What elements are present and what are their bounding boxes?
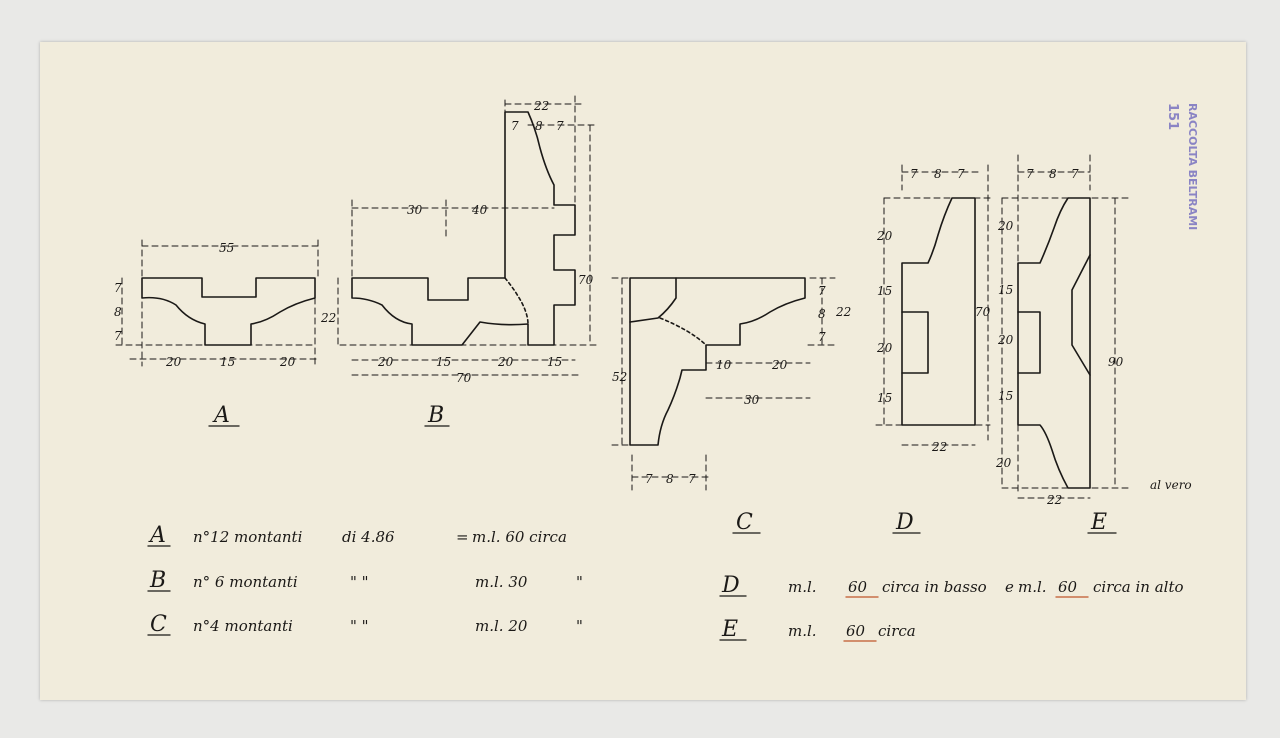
dim-b-b2: 15 xyxy=(436,355,451,369)
dim-e-l4: 15 xyxy=(998,389,1013,403)
dim-b-t1: 8 xyxy=(535,119,543,133)
dim-a-h2: 8 xyxy=(114,305,122,319)
legend-a-qty: n°12 montanti xyxy=(193,528,303,546)
legend-right: D m.l. 60 circa in basso e m.l. 60 circa… xyxy=(721,573,1184,642)
dim-a-h3: 7 xyxy=(114,329,122,343)
dim-c-r1: 7 xyxy=(818,284,826,298)
profile-d xyxy=(875,164,991,446)
dim-a-total-height: 22 xyxy=(320,311,336,325)
label-underlines xyxy=(147,425,1117,641)
label-a: A xyxy=(212,403,230,428)
dim-c-height: 52 xyxy=(612,370,627,384)
label-d: D xyxy=(895,510,914,535)
legend-c-ditto: " " xyxy=(350,617,369,635)
legend-c-ml-ditto: " xyxy=(576,617,583,635)
dim-e-l2: 15 xyxy=(998,283,1013,297)
dim-b-b1: 20 xyxy=(377,355,394,369)
scale-note: al vero xyxy=(1150,478,1192,492)
legend-e-ml: m.l. xyxy=(788,622,817,640)
dim-e-l1: 20 xyxy=(997,219,1014,233)
legend-a-ml: m.l. 60 circa xyxy=(472,528,567,546)
legend-b-ml: m.l. 30 xyxy=(475,573,528,591)
legend-d-ml2: m.l. xyxy=(1018,578,1047,596)
legend-b-qty: n° 6 montanti xyxy=(193,573,298,591)
dim-c-r2: 8 xyxy=(818,307,826,321)
dim-e-width: 22 xyxy=(1046,493,1062,507)
legend-d-key: D xyxy=(721,573,740,598)
legend-c-key: C xyxy=(150,612,167,637)
dim-c-i2: 20 xyxy=(771,358,788,372)
legend-d-t2: circa in alto xyxy=(1093,578,1184,596)
dim-e-t2: 8 xyxy=(1049,167,1057,181)
legend-e-t1: circa xyxy=(878,622,916,640)
dim-d-l1: 20 xyxy=(876,229,893,243)
dim-c-i1: 10 xyxy=(716,358,732,372)
dim-b-b3: 20 xyxy=(497,355,514,369)
dim-d-l3: 20 xyxy=(876,341,893,355)
red-underlines xyxy=(843,596,1089,642)
dim-a-b3: 20 xyxy=(279,355,296,369)
dim-b-total: 70 xyxy=(456,371,472,385)
legend-b-ditto: " " xyxy=(350,573,369,591)
dim-c-total-right: 22 xyxy=(835,305,851,319)
dim-a-width: 55 xyxy=(219,241,234,255)
legend-a-key: A xyxy=(148,523,166,548)
dim-e-t1: 7 xyxy=(1026,167,1034,181)
legend-a-eq: = xyxy=(456,528,469,546)
dim-d-l2: 15 xyxy=(877,284,892,298)
legend-d-t1: circa in basso xyxy=(882,578,987,596)
legend-b-ml-ditto: " xyxy=(576,573,583,591)
legend-left: A n°12 montanti di 4.86 = m.l. 60 circa … xyxy=(148,523,583,637)
dim-a-h1: 7 xyxy=(114,281,122,295)
dim-c-bt1: 7 xyxy=(645,472,653,486)
dim-c-bt2: 8 xyxy=(666,472,674,486)
dim-c-inner-width: 30 xyxy=(744,393,760,407)
label-c: C xyxy=(736,510,753,535)
profile-a xyxy=(115,239,319,367)
dim-d-t2: 8 xyxy=(934,167,942,181)
stamp-text: RACCOLTA BELTRAMI xyxy=(1186,103,1199,230)
collection-stamp: RACCOLTA BELTRAMI 151 xyxy=(1165,103,1199,230)
legend-e-key: E xyxy=(721,617,738,642)
paper-sheet xyxy=(40,42,1246,700)
dim-b-t3: 7 xyxy=(511,119,519,133)
dim-c-r3: 7 xyxy=(818,330,826,344)
legend-d-sep: e xyxy=(1005,578,1014,596)
dim-c-bt3: 7 xyxy=(688,472,696,486)
label-e: E xyxy=(1090,510,1107,535)
dim-b-top: 22 xyxy=(533,99,549,113)
legend-c-ml: m.l. 20 xyxy=(475,617,528,635)
dim-d-height: 70 xyxy=(975,305,991,319)
dim-d-width: 22 xyxy=(931,440,947,454)
dim-b-u2: 40 xyxy=(471,203,488,217)
dim-e-t3: 7 xyxy=(1071,167,1079,181)
dim-e-l3: 20 xyxy=(997,333,1014,347)
dim-d-l4: 15 xyxy=(877,391,892,405)
dim-b-u1: 30 xyxy=(407,203,423,217)
dim-b-b4: 15 xyxy=(547,355,562,369)
dim-b-t2: 7 xyxy=(556,119,564,133)
dim-a-b1: 20 xyxy=(165,355,182,369)
dim-a-b2: 15 xyxy=(220,355,235,369)
profile-c xyxy=(611,277,836,491)
profile-b xyxy=(337,95,599,376)
legend-d-ml: m.l. xyxy=(788,578,817,596)
label-b: B xyxy=(427,403,444,428)
legend-a-dim: di 4.86 xyxy=(342,528,395,546)
dim-d-t1: 7 xyxy=(910,167,918,181)
dim-b-height: 70 xyxy=(578,273,594,287)
legend-e-v1: 60 xyxy=(846,622,866,640)
dim-e-l5: 20 xyxy=(995,456,1012,470)
legend-c-qty: n°4 montanti xyxy=(193,617,293,635)
legend-d-v1: 60 xyxy=(848,578,868,596)
dim-d-t3: 7 xyxy=(957,167,965,181)
legend-d-v2: 60 xyxy=(1058,578,1078,596)
legend-b-key: B xyxy=(149,568,166,593)
profile-e xyxy=(1001,154,1129,499)
dim-e-height: 90 xyxy=(1108,355,1124,369)
stamp-number: 151 xyxy=(1165,103,1180,130)
